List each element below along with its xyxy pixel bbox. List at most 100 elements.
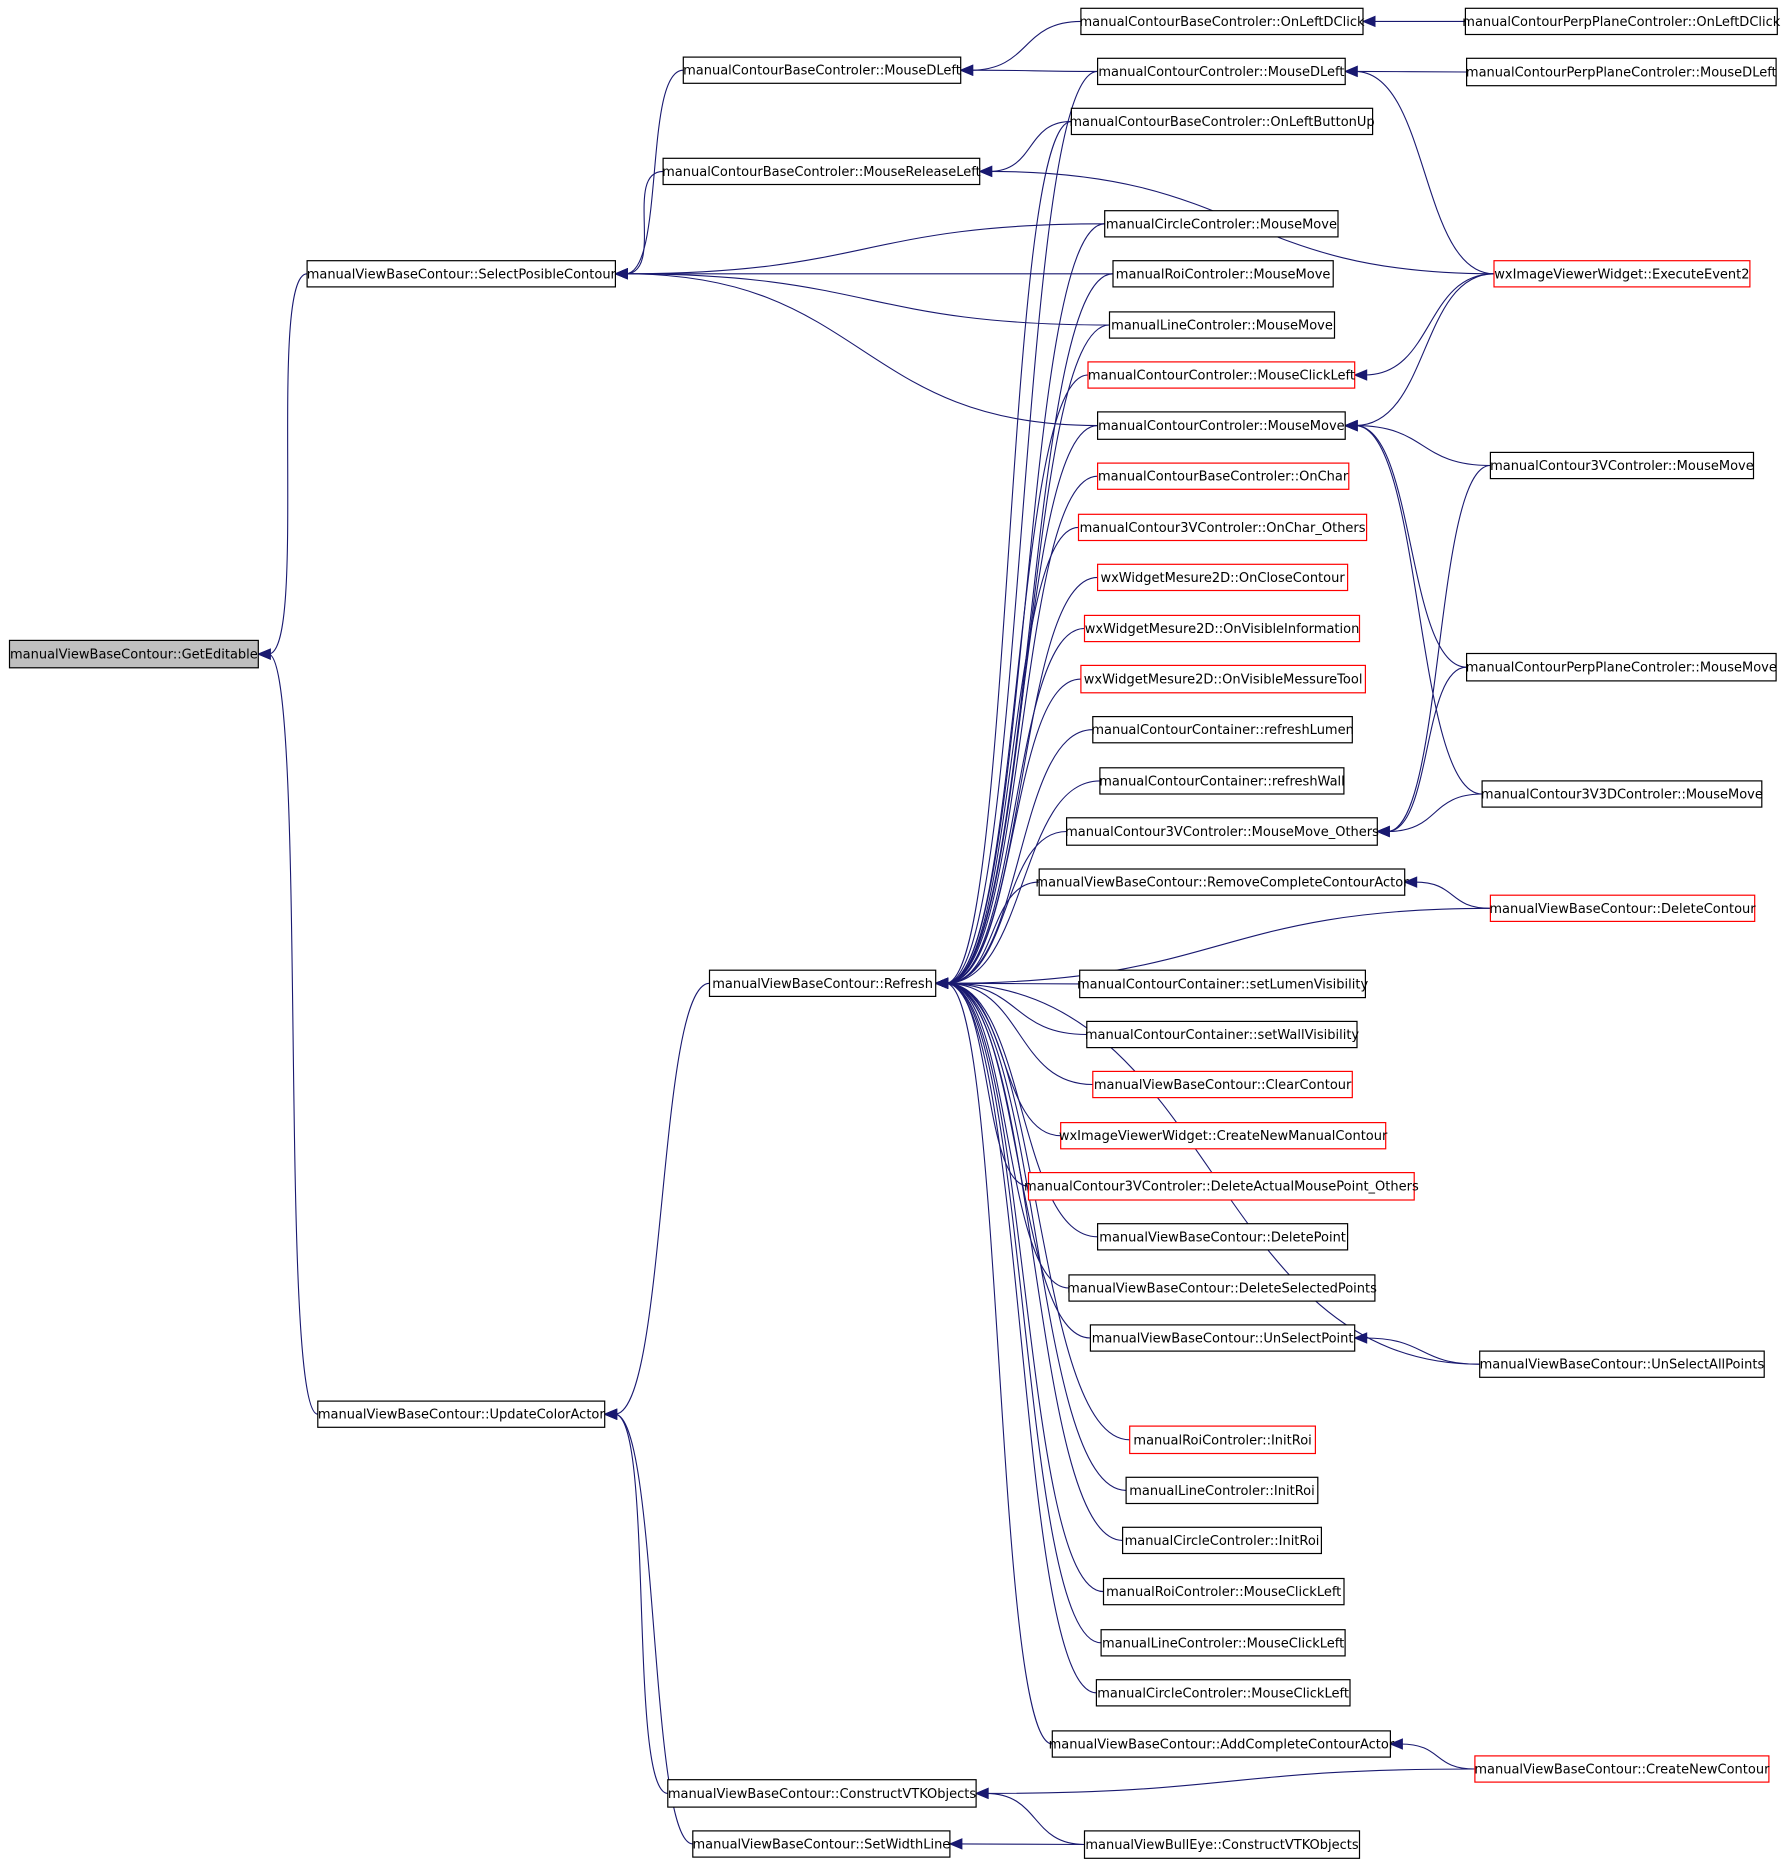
- node-box: [1489, 894, 1756, 923]
- edge-executeEvent2-to-ccMouseClickLeft: [1353, 273, 1495, 381]
- node-refreshLumen[interactable]: manualContourContainer::refreshLumen: [1091, 715, 1354, 744]
- node-box: [1465, 652, 1777, 682]
- edge-line: [1400, 1743, 1475, 1770]
- node-circleMouseMove[interactable]: manualCircleControler::MouseMove: [1104, 210, 1339, 238]
- node-lineInit[interactable]: manualLineControler::InitRoi: [1125, 1476, 1319, 1505]
- node-label: manualContourBaseControler::MouseRelease…: [662, 165, 981, 180]
- edge-line: [1387, 793, 1483, 833]
- node-onCharOthers[interactable]: manualContour3VControler::OnChar_Others: [1077, 513, 1368, 542]
- node-unSelectAll[interactable]: manualViewBaseContour::UnSelectAllPoints: [1479, 1350, 1765, 1378]
- node-c3v3dMouseMove[interactable]: manualContour3V3DControler::MouseMove: [1481, 780, 1763, 808]
- edge-line: [945, 982, 1102, 1644]
- node-deleteContour[interactable]: manualViewBaseContour::DeleteContour: [1489, 894, 1756, 923]
- edge-constructVTK-to-updateColor: [603, 1408, 668, 1794]
- node-deletePoint[interactable]: manualViewBaseContour::DeletePoint: [1096, 1223, 1349, 1251]
- edge-line: [959, 1843, 1085, 1846]
- edge-line: [945, 678, 1081, 984]
- node-box: [1096, 1223, 1349, 1251]
- node-ccMouseClickLeft[interactable]: manualContourControler::MouseClickLeft: [1087, 361, 1356, 389]
- node-roiInit[interactable]: manualRoiControler::InitRoi: [1129, 1425, 1316, 1455]
- node-selectPosible[interactable]: manualViewBaseContour::SelectPosibleCont…: [306, 260, 617, 288]
- edge-executeEvent2-to-ccMouseDLeft: [1343, 65, 1495, 275]
- edge-line: [970, 20, 1081, 71]
- node-mouseMoveOthers[interactable]: manualContour3VControler::MouseMove_Othe…: [1065, 817, 1379, 846]
- node-onLeftButtonUp[interactable]: manualContourBaseControler::OnLeftButton…: [1069, 107, 1375, 136]
- node-box: [1125, 1476, 1319, 1505]
- node-refreshWall[interactable]: manualContourContainer::refreshWall: [1099, 767, 1345, 795]
- node-label: manualContourPerpPlaneControler::MouseMo…: [1466, 661, 1777, 676]
- node-executeEvent2[interactable]: wxImageViewerWidget::ExecuteEvent2: [1493, 260, 1751, 288]
- node-label: manualContour3VControler::MouseMove: [1490, 459, 1754, 474]
- node-onLeftDClick[interactable]: manualContourBaseControler::OnLeftDClick: [1079, 7, 1365, 36]
- node-setWallVis[interactable]: manualContourContainer::setWallVisibilit…: [1085, 1020, 1360, 1049]
- edge-line: [986, 1792, 1085, 1846]
- node-box: [1077, 513, 1368, 542]
- node-box: [1108, 311, 1336, 339]
- node-c3vMouseMove[interactable]: manualContour3VControler::MouseMove: [1489, 451, 1755, 480]
- node-clearContour[interactable]: manualViewBaseContour::ClearContour: [1092, 1070, 1353, 1099]
- node-box: [1087, 361, 1356, 389]
- edge-onCloseContour-to-refresh: [934, 576, 1098, 990]
- edge-line: [945, 425, 1098, 984]
- node-box: [692, 1830, 951, 1858]
- node-ccMouseDLeft[interactable]: manualContourControler::MouseDLeft: [1096, 57, 1346, 86]
- edge-line: [1355, 425, 1483, 795]
- edge-perpMouseDLeft-to-ccMouseDLeft: [1343, 65, 1467, 78]
- node-onVisibleInfo[interactable]: wxWidgetMesure2D::OnVisibleInformation: [1083, 614, 1361, 643]
- node-onVisibleTool[interactable]: wxWidgetMesure2D::OnVisibleMessureTool: [1080, 664, 1367, 694]
- node-circleClick[interactable]: manualCircleControler::MouseClickLeft: [1095, 1679, 1351, 1707]
- edge-line: [1387, 666, 1467, 833]
- node-removeComplete[interactable]: manualViewBaseContour::RemoveCompleteCon…: [1035, 868, 1409, 896]
- node-unSelectPoint[interactable]: manualViewBaseContour::UnSelectPoint: [1089, 1324, 1356, 1352]
- node-deleteSelected[interactable]: manualViewBaseContour::DeleteSelectedPoi…: [1067, 1274, 1377, 1302]
- edge-line: [945, 982, 1053, 1745]
- node-label: manualLineControler::InitRoi: [1129, 1484, 1314, 1499]
- edge-line: [1355, 70, 1467, 73]
- edge-line: [945, 881, 1040, 984]
- edge-arrowhead: [959, 64, 974, 76]
- node-setLumenVis[interactable]: manualContourContainer::setLumenVisibili…: [1077, 969, 1368, 999]
- node-box: [1489, 451, 1755, 480]
- node-onChar[interactable]: manualContourBaseControler::OnChar: [1096, 462, 1350, 490]
- node-roiMouseMove[interactable]: manualRoiControler::MouseMove: [1112, 260, 1334, 288]
- node-circleInit[interactable]: manualCircleControler::InitRoi: [1121, 1526, 1322, 1555]
- node-lineClick[interactable]: manualLineControler::MouseClickLeft: [1100, 1629, 1346, 1657]
- node-createNewContour[interactable]: manualViewBaseContour::CreateNewContour: [1474, 1755, 1770, 1783]
- node-constructVTK[interactable]: manualViewBaseContour::ConstructVTKObjec…: [667, 1779, 977, 1808]
- node-refresh[interactable]: manualViewBaseContour::Refresh: [708, 969, 937, 998]
- node-box: [1079, 969, 1366, 999]
- node-perpMouseMove[interactable]: manualContourPerpPlaneControler::MouseMo…: [1465, 652, 1777, 682]
- edge-line: [1355, 70, 1495, 275]
- node-box: [1089, 1324, 1356, 1352]
- node-updateColor[interactable]: manualViewBaseContour::UpdateColorActor: [317, 1400, 606, 1428]
- edge-arrowhead: [603, 1408, 618, 1420]
- node-addComplete[interactable]: manualViewBaseContour::AddCompleteContou…: [1049, 1730, 1395, 1758]
- edge-line: [1364, 273, 1495, 376]
- node-perpMouseDLeft[interactable]: manualContourPerpPlaneControler::MouseDL…: [1466, 57, 1777, 87]
- node-onCloseContour[interactable]: wxWidgetMesure2D::OnCloseContour: [1096, 563, 1349, 592]
- node-label: manualViewBaseContour::UnSelectPoint: [1092, 1332, 1354, 1347]
- node-ccMouseMove[interactable]: manualContourControler::MouseMove: [1096, 411, 1346, 440]
- node-createNewManual[interactable]: wxImageViewerWidget::CreateNewManualCont…: [1059, 1121, 1388, 1150]
- node-setWidthLine[interactable]: manualViewBaseContour::SetWidthLine: [692, 1830, 951, 1858]
- node-label: manualViewBaseContour::SetWidthLine: [692, 1837, 950, 1852]
- node-label: manualViewBaseContour::DeletePoint: [1099, 1230, 1346, 1245]
- node-box: [1493, 260, 1751, 288]
- node-perpOnLeftDClick[interactable]: manualContourPerpPlaneControler::OnLeftD…: [1462, 7, 1781, 36]
- edge-line: [268, 273, 308, 655]
- node-lineMouseMove[interactable]: manualLineControler::MouseMove: [1108, 311, 1336, 339]
- node-bullEyeConstruct[interactable]: manualViewBullEye::ConstructVTKObjects: [1083, 1830, 1361, 1859]
- node-label: manualViewBaseContour::UnSelectAllPoints: [1480, 1358, 1765, 1373]
- node-roiClick[interactable]: manualRoiControler::MouseClickLeft: [1102, 1577, 1345, 1606]
- node-getEditable[interactable]: manualViewBaseContour::GetEditable: [8, 639, 259, 669]
- edge-bullEyeConstruct-to-setWidthLine: [948, 1838, 1085, 1850]
- node-mouseDLeftBase[interactable]: manualContourBaseControler::MouseDLeft: [682, 56, 962, 84]
- node-label: manualLineControler::MouseMove: [1111, 319, 1333, 334]
- edge-roiMouseMove-to-selectPosible: [614, 268, 1113, 280]
- node-deleteActualOthers[interactable]: manualContour3VControler::DeleteActualMo…: [1024, 1171, 1419, 1201]
- node-box: [1083, 1830, 1361, 1859]
- node-label: manualViewBaseContour::UpdateColorActor: [318, 1408, 606, 1423]
- node-mouseReleaseLeft[interactable]: manualContourBaseControler::MouseRelease…: [662, 157, 981, 186]
- edge-c3vMouseMove-to-mouseMoveOthers: [1376, 464, 1491, 838]
- edge-unSelectAll-to-unSelectPoint: [1353, 1332, 1480, 1365]
